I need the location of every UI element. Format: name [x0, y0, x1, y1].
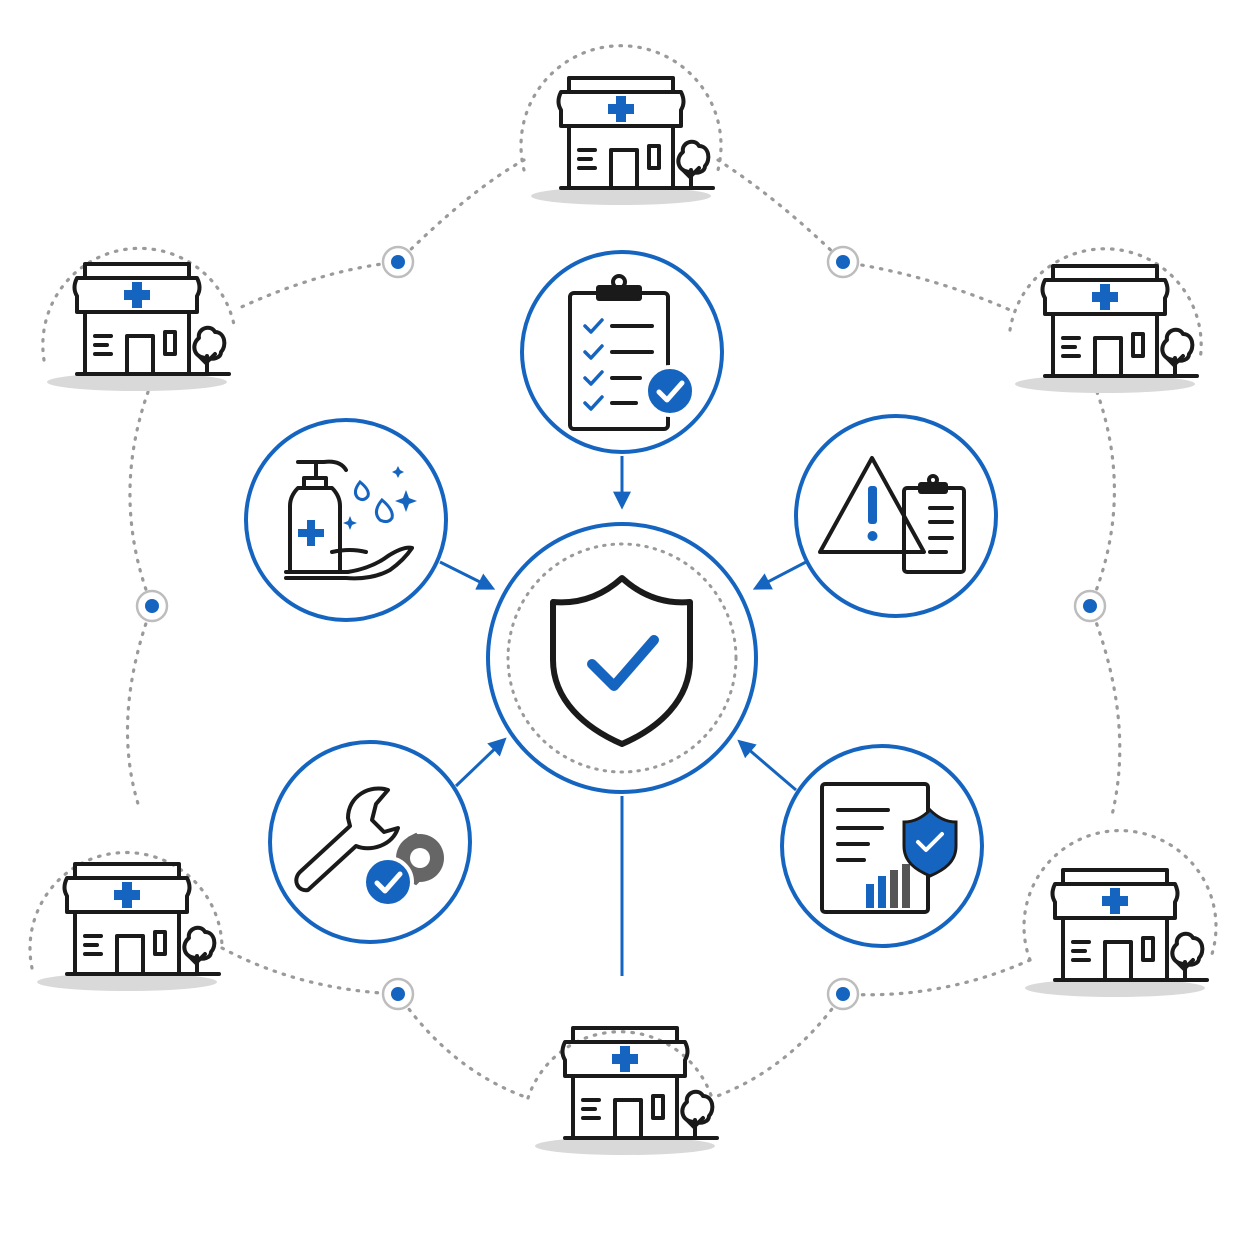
- hand-sanitizer-icon: [284, 459, 417, 581]
- ring-node-icon: [135, 589, 169, 623]
- clinic-building-icon: [1013, 264, 1199, 395]
- clinic-building-icon: [45, 262, 231, 393]
- central-hub: [486, 522, 758, 794]
- clipboard-checklist-icon: [568, 274, 694, 431]
- clinic-building-icon: [35, 862, 221, 993]
- clinic-building-icon: [529, 76, 715, 207]
- clinic-building-icon: [1023, 868, 1209, 999]
- hub-arrows: [439, 456, 807, 976]
- warning-report-icon: [818, 456, 966, 574]
- ring-node-icon: [1073, 589, 1107, 623]
- document-chart-shield-icon: [820, 782, 958, 914]
- clinic-building-icon: [533, 1026, 719, 1157]
- shield-check-icon: [550, 575, 693, 747]
- facility-halos: [28, 44, 1218, 1100]
- ring-connectors: [125, 158, 1122, 1100]
- spoke-risk: [794, 414, 998, 618]
- ring-node-icon: [381, 977, 415, 1011]
- spoke-checklist: [520, 250, 724, 454]
- wrench-gear-check-icon: [294, 786, 444, 906]
- spoke-hygiene: [244, 418, 448, 622]
- ring-node-icon: [826, 245, 860, 279]
- ring-node-icon: [381, 245, 415, 279]
- spoke-reporting: [780, 744, 984, 948]
- ring-node-icon: [826, 977, 860, 1011]
- spoke-maintenance: [268, 740, 472, 944]
